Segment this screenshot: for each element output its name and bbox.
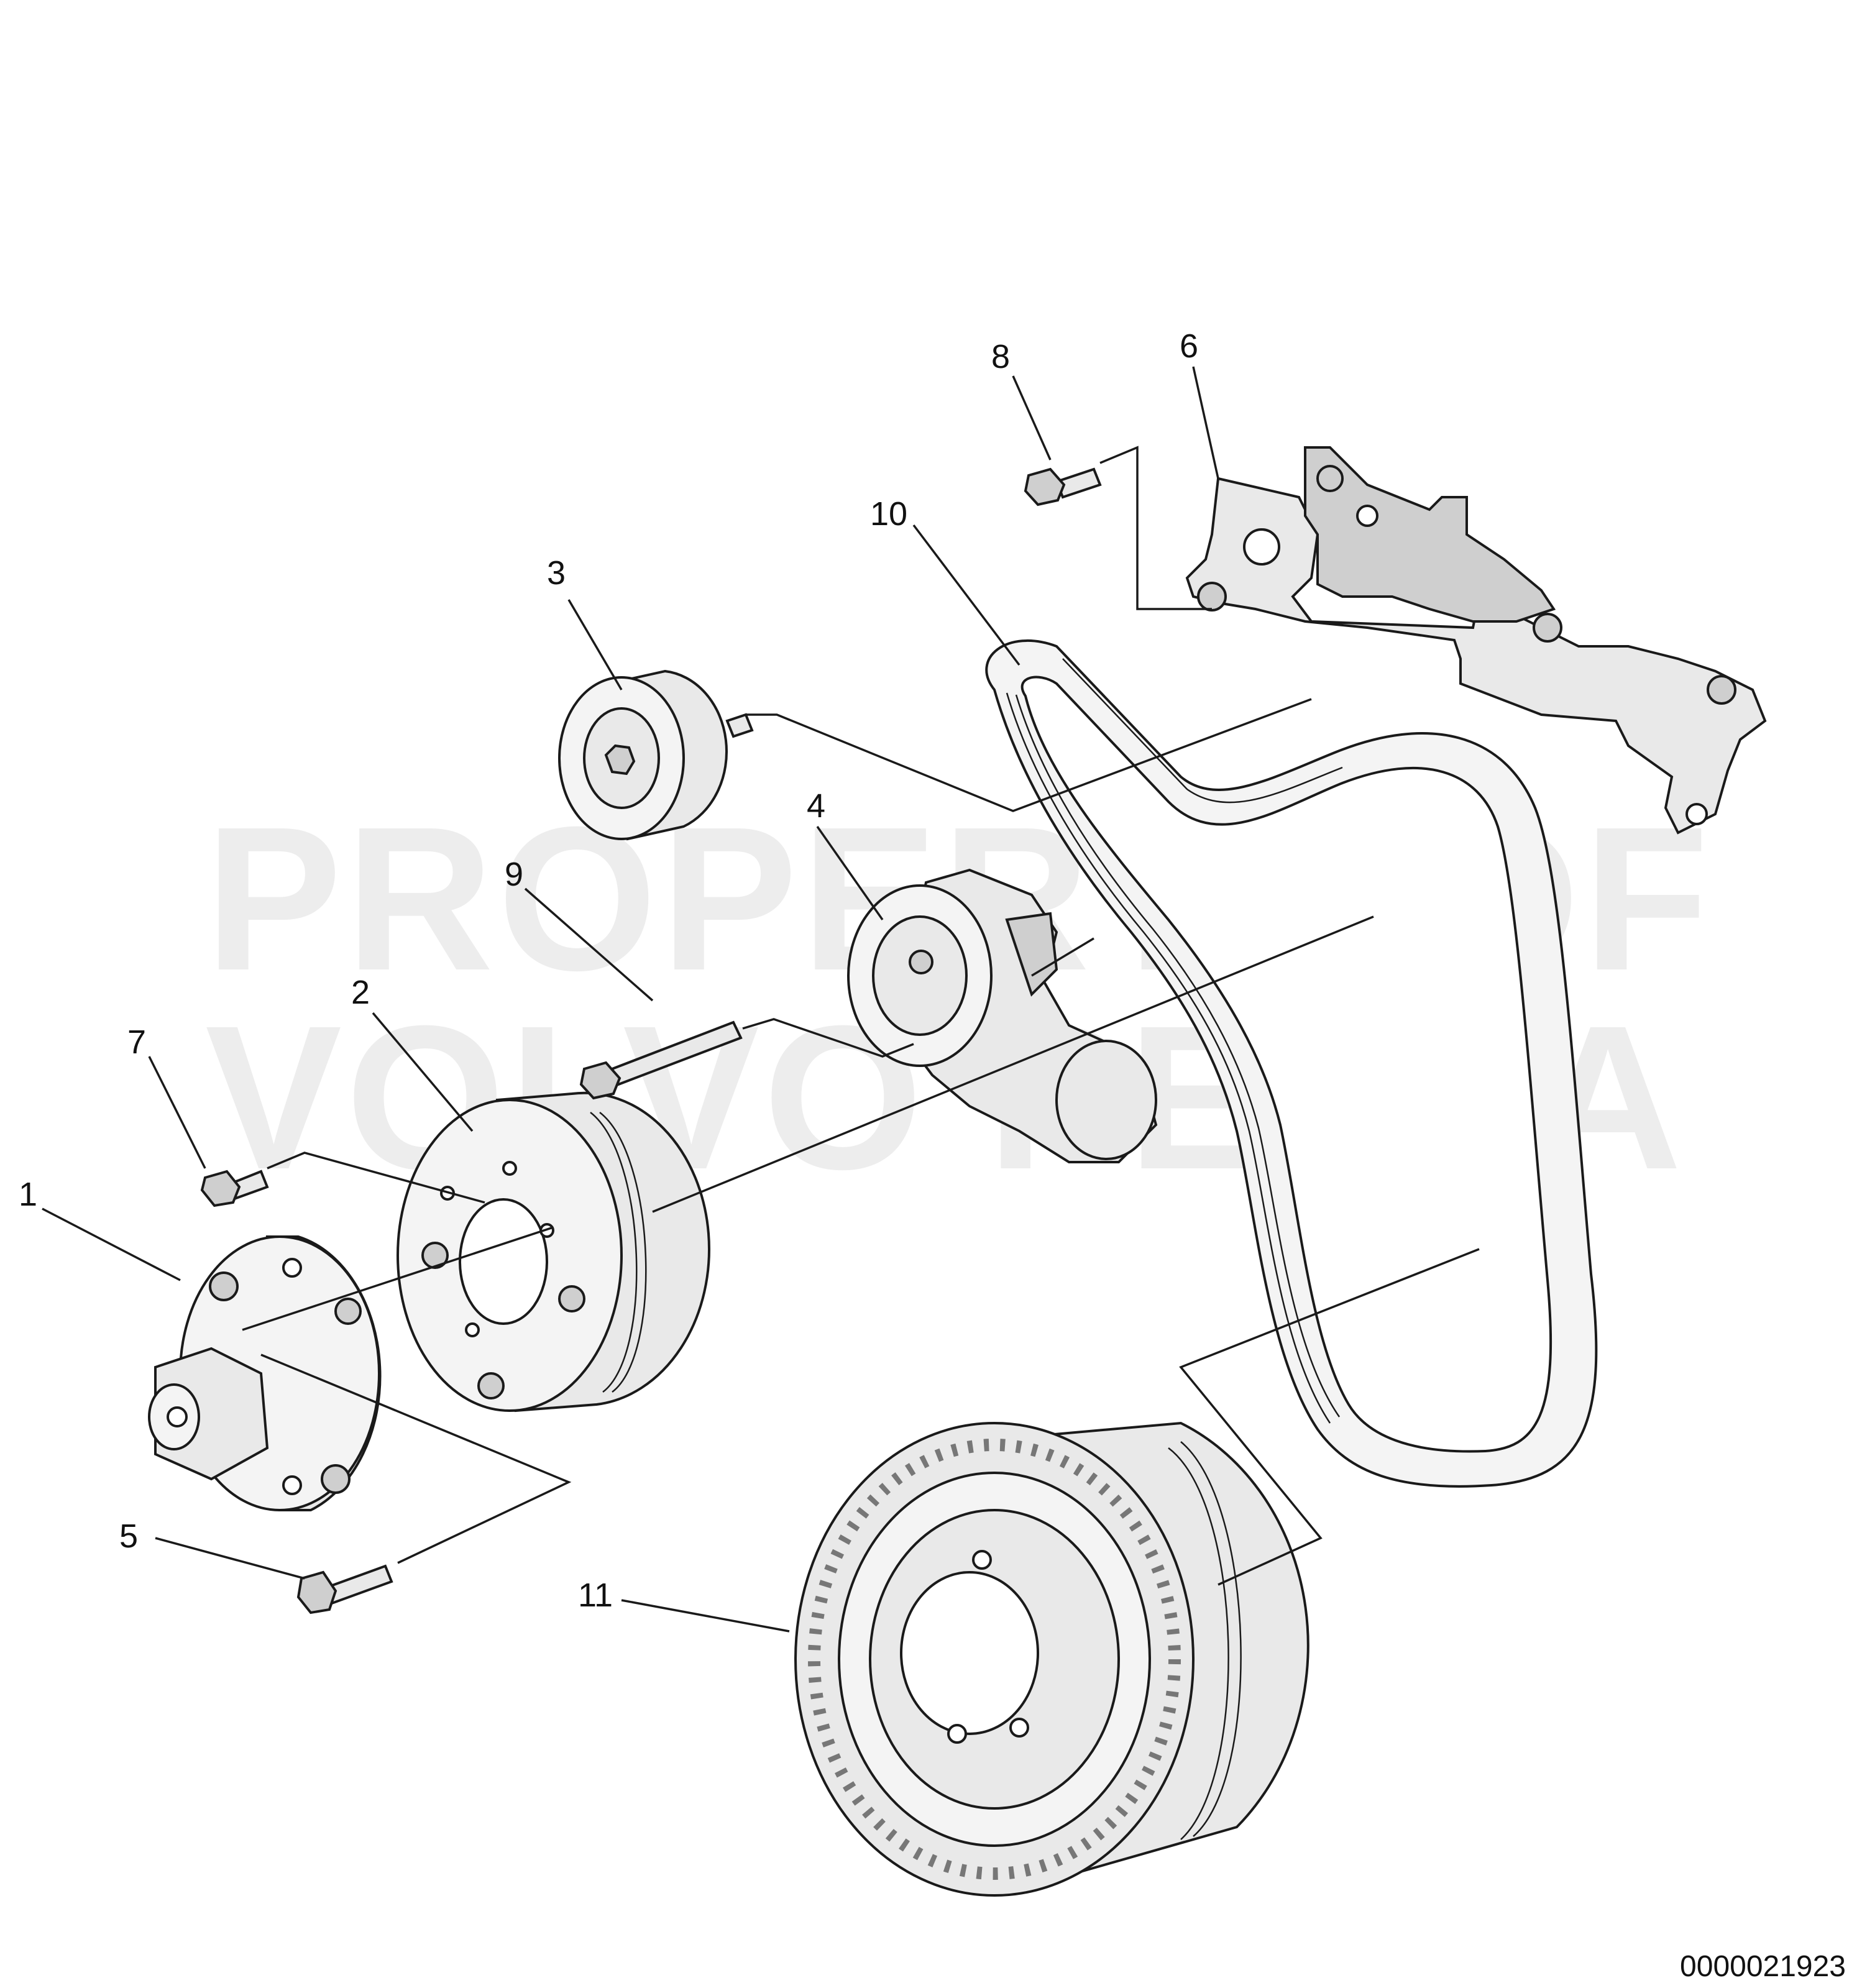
callout-2: 2 bbox=[351, 974, 370, 1011]
leader-1 bbox=[42, 1207, 181, 1281]
leader-1-axis bbox=[242, 1226, 554, 1331]
pulley-hub bbox=[148, 1235, 382, 1511]
callout-4: 4 bbox=[807, 787, 825, 825]
leader-10 bbox=[912, 524, 1020, 666]
bolt-9 bbox=[579, 1020, 743, 1100]
callout-8: 8 bbox=[991, 338, 1010, 375]
pulley bbox=[397, 1091, 710, 1413]
leader-7-axis bbox=[267, 1152, 485, 1204]
leader-5-axis bbox=[260, 1354, 572, 1564]
leader-11 bbox=[621, 1599, 790, 1633]
crankshaft-pulley bbox=[794, 1421, 1309, 1897]
callout-numbers: 1 2 3 4 5 6 7 8 9 10 11 bbox=[19, 328, 1198, 1614]
bolt-7 bbox=[200, 1170, 269, 1207]
drive-belt bbox=[985, 639, 1598, 1488]
callout-10: 10 bbox=[870, 495, 907, 533]
leader-2 bbox=[372, 1012, 474, 1132]
leader-3 bbox=[567, 599, 623, 690]
bolt-8 bbox=[1024, 467, 1102, 506]
belt-tensioner bbox=[847, 868, 1158, 1163]
leader-8 bbox=[1012, 375, 1052, 460]
leader-4-axis bbox=[1031, 937, 1094, 977]
callout-7: 7 bbox=[127, 1024, 146, 1061]
leader-9-axis bbox=[742, 1018, 914, 1058]
bolt-5 bbox=[296, 1564, 393, 1615]
idler-pulley bbox=[558, 669, 754, 841]
leader-11-axis bbox=[1179, 1248, 1480, 1586]
callout-9: 9 bbox=[505, 856, 523, 893]
leader-5 bbox=[155, 1537, 305, 1580]
tensioner-bracket bbox=[1185, 446, 1767, 835]
leader-2-axis bbox=[652, 915, 1374, 1213]
callout-6: 6 bbox=[1180, 328, 1198, 365]
callout-5: 5 bbox=[119, 1518, 138, 1555]
callout-3: 3 bbox=[547, 554, 566, 592]
leader-6 bbox=[1192, 366, 1219, 479]
leader-lines bbox=[42, 366, 1480, 1633]
leader-9 bbox=[524, 887, 654, 1002]
callout-1: 1 bbox=[19, 1176, 37, 1213]
callout-11: 11 bbox=[578, 1577, 613, 1614]
leader-8-axis bbox=[1099, 446, 1212, 610]
leader-7 bbox=[148, 1056, 206, 1169]
leader-3-axis bbox=[746, 698, 1312, 812]
leader-4 bbox=[816, 825, 884, 921]
document-number: 0000021923 bbox=[1680, 1950, 1846, 1983]
